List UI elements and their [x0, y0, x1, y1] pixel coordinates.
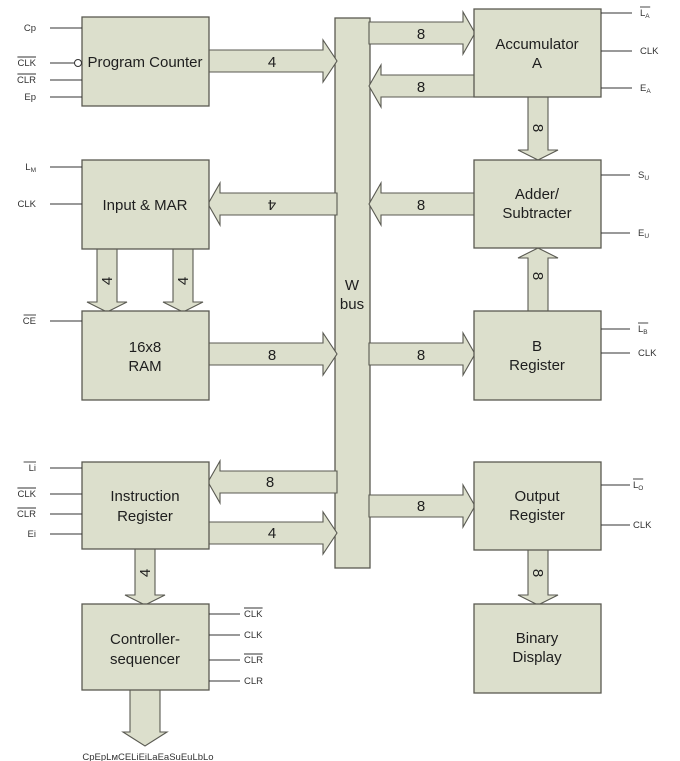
out-signal-label-1: CLK [633, 520, 652, 531]
b-register-label-2: Register [509, 357, 565, 374]
acc-signal-label-1: CLK [640, 46, 659, 57]
ir-signal-label-1: CLK [18, 489, 37, 500]
instruction-register-label-2: Register [117, 508, 173, 525]
pc-signal-label-3: Ep [24, 92, 36, 103]
mar-signal-label-1: CLK [18, 199, 37, 210]
width-ram-to-bus: 8 [268, 347, 276, 364]
b-signal-label-1: CLK [638, 348, 657, 359]
width-b-to-adder: 8 [529, 272, 546, 280]
adder-signal-label-0: SU [638, 170, 649, 182]
binary-display-label-1: Binary [516, 630, 559, 647]
ir-signal-label-0: Li [29, 463, 36, 474]
output-register-label-1: Output [514, 488, 560, 505]
b-signal-label-0: LB [638, 324, 648, 336]
width-bus-to-b: 8 [417, 347, 425, 364]
width-bus-to-ir: 8 [266, 474, 274, 491]
ram-label-2: RAM [128, 358, 161, 375]
arrow-pc-to-bus [207, 38, 338, 84]
w-bus-label-1: W [345, 277, 360, 294]
adder-subtracter-label-1: Adder/ [515, 186, 560, 203]
program-counter-label: Program Counter [87, 54, 202, 71]
arrow-bus-to-acc [368, 9, 476, 57]
arrow-ir-to-controller [124, 547, 166, 606]
w-bus-label-2: bus [340, 296, 364, 313]
width-ir-to-controller: 4 [137, 569, 154, 577]
accumulator-block: Accumulator A [473, 8, 602, 98]
controller-sequencer-block: Controller- sequencer [81, 603, 210, 691]
controller-signal-label-2: CLR [244, 655, 263, 666]
accumulator-label-1: Accumulator [495, 36, 578, 53]
b-register-block: B Register [473, 310, 602, 401]
out-signal-label-0: LO [633, 480, 643, 492]
arrow-bus-to-out [368, 482, 476, 530]
input-mar-label: Input & MAR [102, 197, 187, 214]
adder-signal-label-1: EU [638, 228, 649, 240]
input-mar-block: Input & MAR [81, 159, 210, 250]
ir-signal-label-2: CLR [17, 509, 36, 520]
arrow-mar-to-ram-left [86, 247, 128, 313]
instruction-register-label-1: Instruction [110, 488, 179, 505]
width-bus-to-mar: 4 [268, 196, 276, 213]
acc-signal-label-0: LA [640, 8, 650, 20]
control-word-label: CpEpLмCELiEiLаEаSuEuLbLo [82, 752, 213, 761]
controller-signal-label-3: CLR [244, 676, 263, 687]
adder-subtracter-label-2: Subtracter [502, 205, 571, 222]
binary-display-label-2: Display [512, 649, 562, 666]
width-acc-to-adder: 8 [529, 124, 546, 132]
program-counter-block: Program Counter [81, 16, 210, 107]
arrow-bus-to-ir [207, 458, 338, 506]
arrow-bus-to-mar [207, 180, 338, 228]
pc-signal-label-1: CLK [18, 58, 37, 69]
adder-subtracter-block: Adder/ Subtracter [473, 159, 602, 249]
width-mar-to-ram-right: 4 [175, 277, 192, 285]
arrow-b-to-adder [517, 247, 559, 313]
arrow-ir-to-bus [207, 510, 338, 556]
width-out-to-display: 8 [529, 569, 546, 577]
width-bus-to-acc: 8 [417, 26, 425, 43]
ir-signal-label-3: Ei [28, 529, 36, 540]
instruction-register-block: Instruction Register [81, 461, 210, 550]
arrow-bus-to-b [368, 330, 476, 378]
mar-signal-label-0: LM [25, 162, 36, 174]
w-bus [334, 17, 371, 569]
controller-signal-label-0: CLK [244, 609, 263, 620]
controller-signal-label-1: CLK [244, 630, 263, 641]
width-pc-to-bus: 4 [268, 54, 276, 71]
arrow-adder-to-bus [368, 180, 476, 228]
controller-sequencer-label-2: sequencer [110, 651, 180, 668]
arrow-acc-to-adder [517, 95, 559, 161]
width-acc-to-bus: 8 [417, 79, 425, 96]
ram-signal-label-0: CE [23, 316, 36, 327]
acc-signal-label-2: EA [640, 83, 651, 95]
output-register-block: Output Register [473, 461, 602, 551]
width-adder-to-bus: 8 [417, 197, 425, 214]
output-register-label-2: Register [509, 507, 565, 524]
ram-block: 16x8 RAM [81, 310, 210, 401]
width-mar-to-ram-left: 4 [99, 277, 116, 285]
width-bus-to-out: 8 [417, 498, 425, 515]
arrow-mar-to-ram-right [162, 247, 204, 313]
ram-label-1: 16x8 [129, 339, 162, 356]
pc-signal-label-0: Cp [24, 23, 36, 34]
binary-display-block: Binary Display [473, 603, 602, 694]
arrow-out-to-display [517, 548, 559, 606]
controller-sequencer-label-1: Controller- [110, 631, 180, 648]
pc-signal-label-2: CLR [17, 75, 36, 86]
arrow-ram-to-bus [207, 331, 338, 377]
width-ir-to-bus: 4 [268, 525, 276, 542]
arrow-acc-to-bus [368, 62, 476, 110]
b-register-label-1: B [532, 338, 542, 355]
inverter-bubble-icon [74, 59, 82, 67]
arrow-controller-output [121, 688, 169, 747]
accumulator-label-2: A [532, 55, 542, 72]
